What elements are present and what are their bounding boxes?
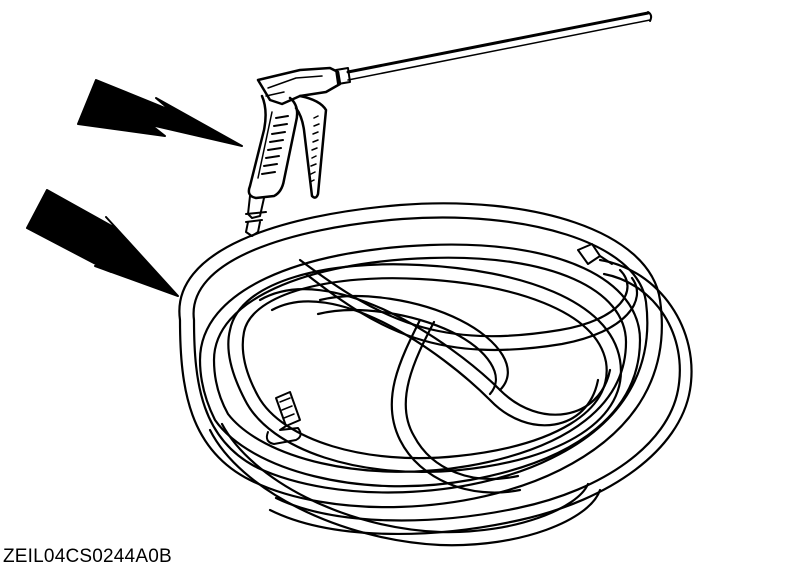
arrow-to-air-hose [26, 189, 179, 297]
air-hose [178, 202, 693, 547]
figure-caption: ZEIL04CS0244A0B [3, 546, 172, 567]
arrow-to-blow-gun [77, 79, 243, 147]
air-blow-gun [245, 11, 653, 237]
